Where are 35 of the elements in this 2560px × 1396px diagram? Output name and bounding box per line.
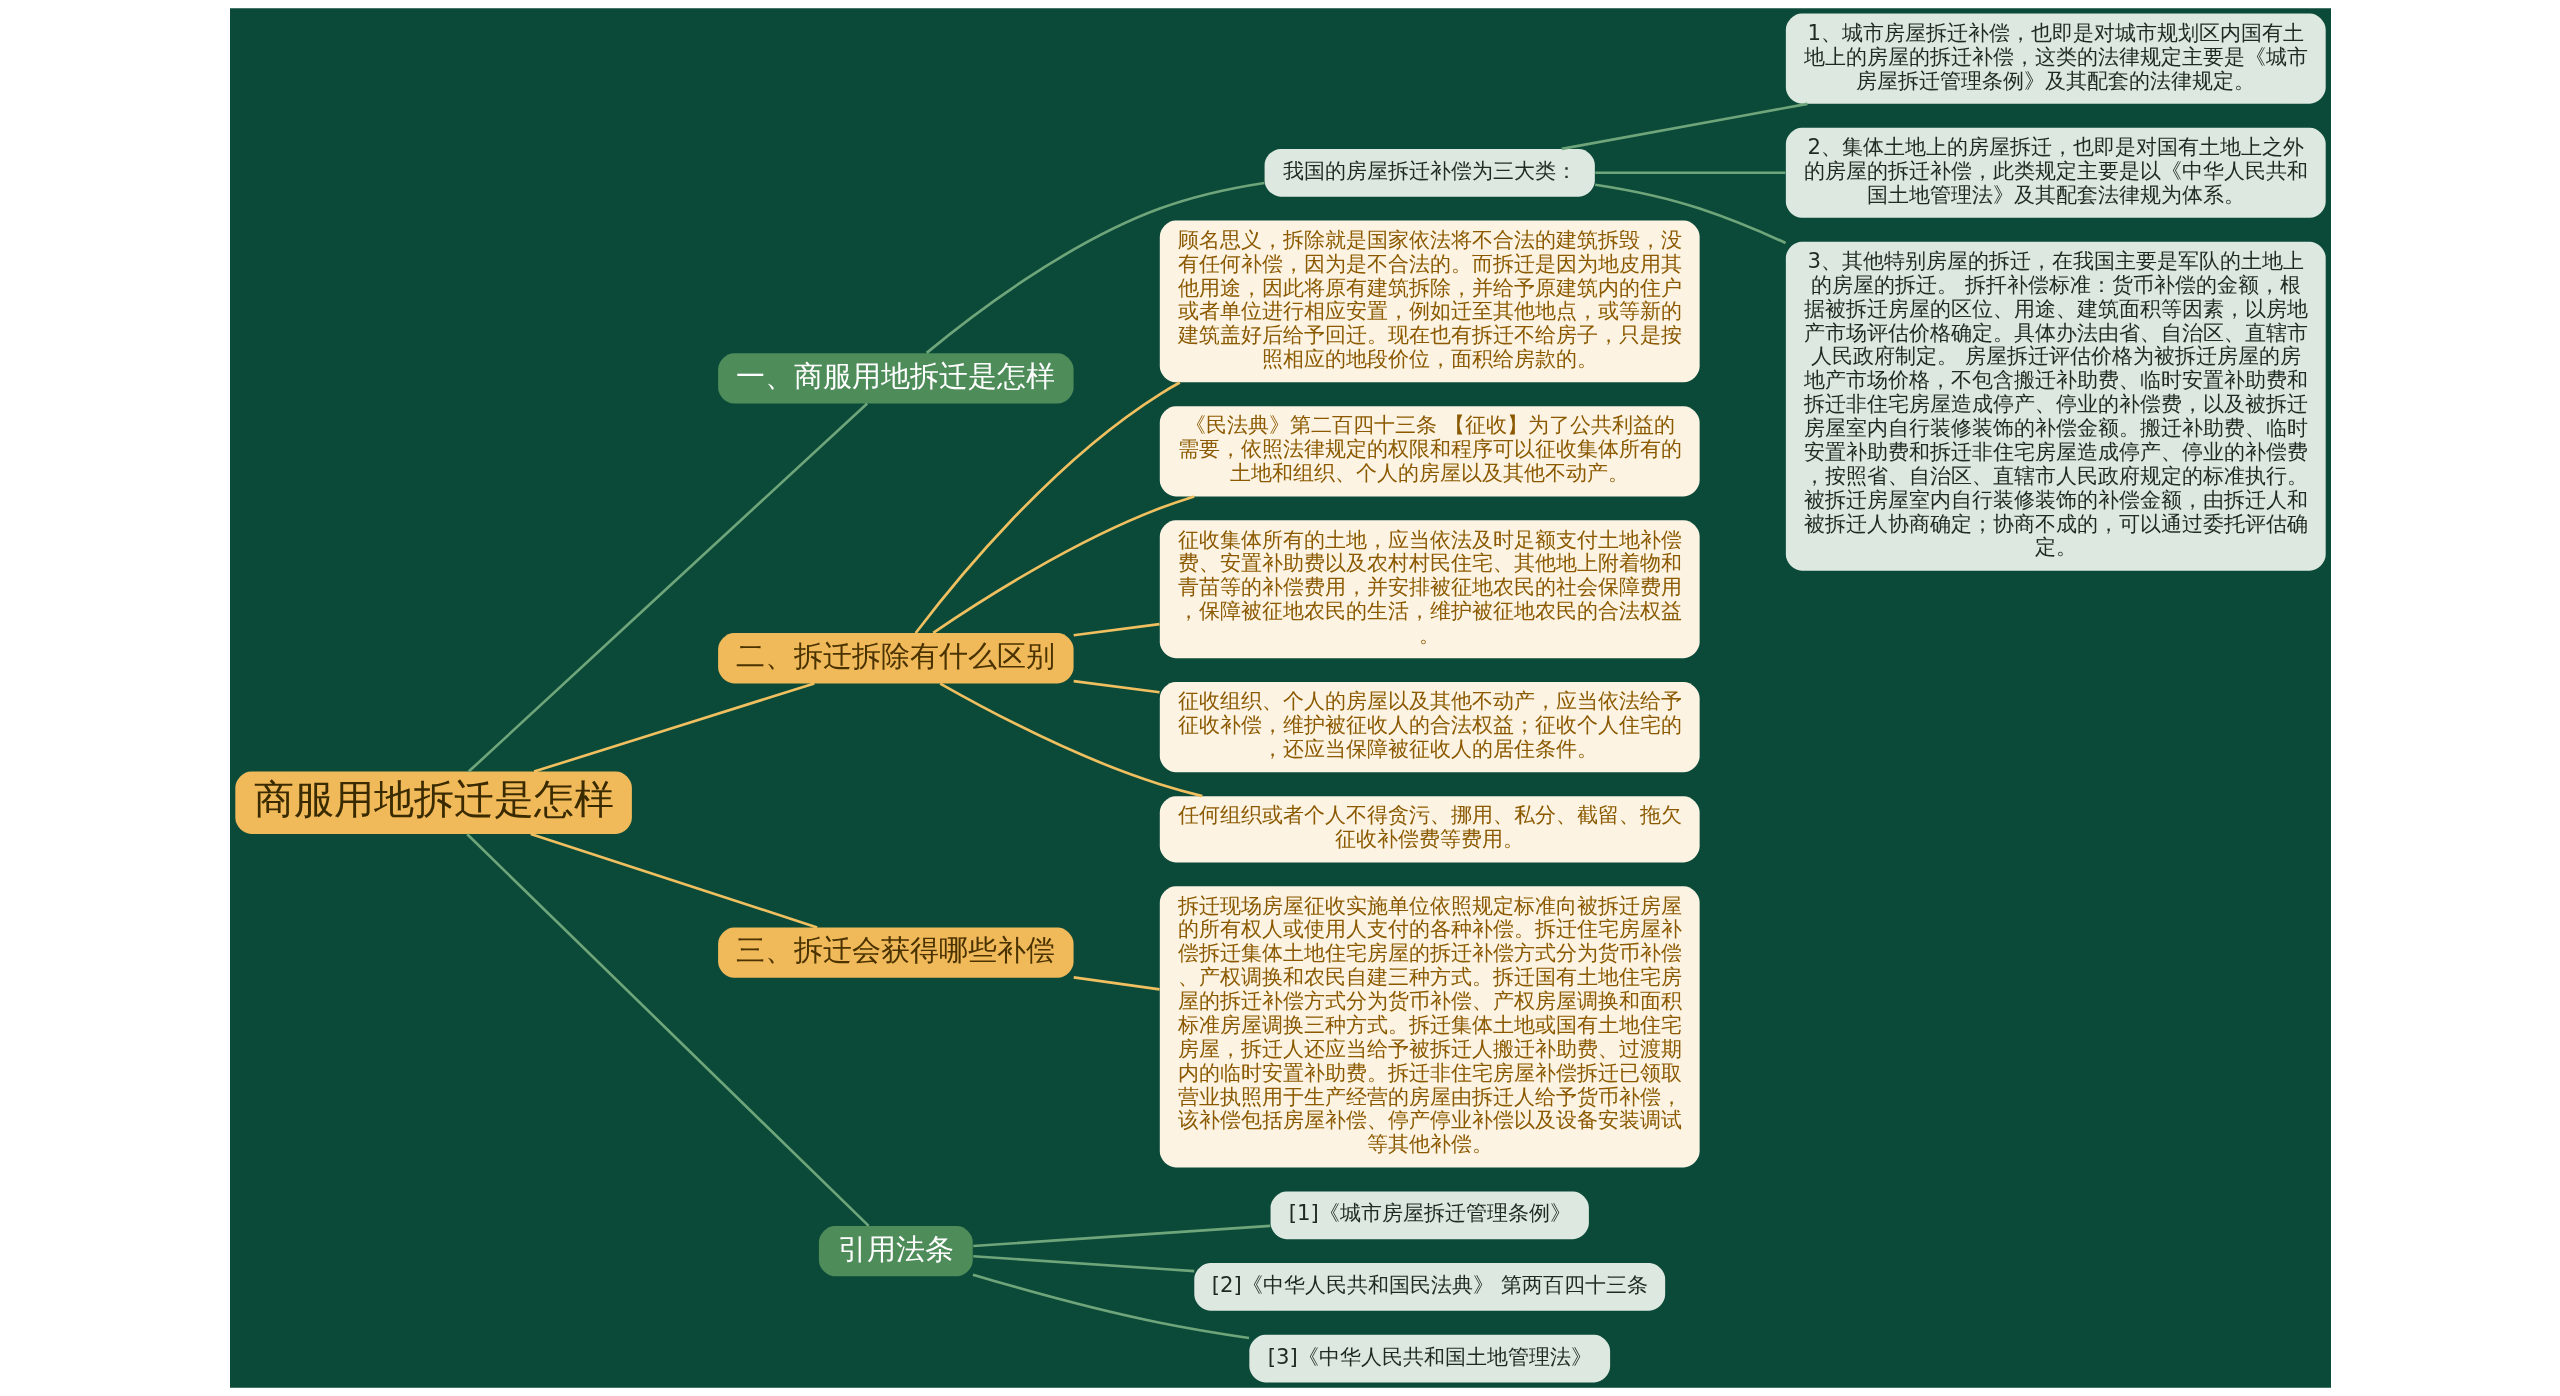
node-box: 征收组织、个人的房屋以及其他不动产，应当依法给予征收补偿，维护被征收人的合法权益；征收个人住宅的，还应当保障被征收人的居住条件。 — [1159, 682, 1700, 773]
connector — [1073, 622, 1160, 637]
node-box: 二、拆迁拆除有什么区别 — [717, 633, 1074, 684]
connector — [467, 402, 868, 773]
connector — [925, 181, 1265, 354]
node-box: 三、拆迁会获得哪些补偿 — [717, 927, 1074, 978]
connector — [939, 682, 1203, 798]
connector — [972, 1224, 1270, 1248]
node-box: 3、其他特别房屋的拆迁，在我国主要是军队的土地上的房屋的拆迁。 拆扦补偿标准：货币补偿的金额，根据被拆迁房屋的区位、用途、建筑面积等因素，以房地产市场评估价格确定。具体办法由省、自治区、直辖市人民政府制定。 房屋拆迁评估价格为被拆迁房屋的房地产市场价格，不包含搬迁补助费、临时安置补助费和拆迁非住宅房屋造成停产、停业的补偿费，以及被拆迁房屋室内自行装修装饰的补偿金额。搬迁补助费、临时安置补助费和拆迁非住宅房屋造成停产、停业的补偿费，按照省、自治区、直辖市人民政府规定的标准执行。被拆迁房屋室内自行装修装饰的补偿金额，由拆迁人和被拆迁人协商确定；协商不成的，可以通过委托评估确定。 — [1785, 241, 2326, 571]
connector — [914, 381, 1180, 634]
node-box: [3]《中华人民共和国土地管理法》 — [1248, 1334, 1610, 1383]
connector — [1561, 102, 1808, 151]
connector — [1073, 976, 1160, 991]
node-box: 我国的房屋拆迁补偿为三大类： — [1264, 148, 1595, 197]
node-box: 征收集体所有的土地，应当依法及时足额支付土地补偿费、安置补助费以及农村村民住宅、其他地上附着物和青苗等的补偿费用，并安排被征地农民的社会保障费用，保障被征地农民的生活，维护被征地农民的合法权益。 — [1159, 520, 1700, 659]
node-box: 1、城市房屋拆迁补偿，也即是对城市规划区内国有土地上的房屋的拆迁补偿，这类的法律规定主要是《城市房屋拆迁管理条例》及其配套的法律规定。 — [1785, 13, 2326, 104]
node-box: [2]《中华人民共和国民法典》 第两百四十三条 — [1193, 1263, 1665, 1311]
connector — [1594, 183, 1786, 245]
node-box: 引用法条 — [818, 1225, 973, 1277]
node-box: 任何组织或者个人不得贪污、挪用、私分、截留、拖欠征收补偿费等费用。 — [1159, 796, 1700, 863]
connector — [972, 1273, 1249, 1340]
node-box: 拆迁现场房屋征收实施单位依照规定标准向被拆迁房屋的所有权人或使用人支付的各种补偿。拆迁住宅房屋补偿拆迁集体土地住宅房屋的拆迁补偿方式分为货币补偿、产权调换和农民自建三种方式。拆迁国有土地住宅房屋的拆迁补偿方式分为货币补偿、产权房屋调换和面积标准房屋调换三种方式。拆迁集体土地或国有土地住宅房屋，拆迁人还应当给予被拆迁人搬迁补助费、过渡期内的临时安置补助费。拆迁非住宅房屋补偿拆迁已领取营业执照用于生产经营的房屋由拆迁人给予货币补偿，该补偿包括房屋补偿、停产停业补偿以及设备安装调试等其他补偿。 — [1159, 886, 1700, 1168]
connector — [931, 495, 1195, 634]
node-box: 商服用地拆迁是怎样 — [234, 771, 632, 834]
node-box: 一、商服用地拆迁是怎样 — [717, 353, 1074, 404]
connector — [1073, 679, 1160, 694]
node-box: 《民法典》第二百四十三条 【征收】为了公共利益的需要，依照法律规定的权限和程序可以征收集体所有的土地和组织、个人的房屋以及其他不动产。 — [1159, 406, 1700, 497]
connector — [972, 1254, 1194, 1273]
node-box: 顾名思义，拆除就是国家依法将不合法的建筑拆毁，没有任何补偿，因为是不合法的。而拆迁是因为地皮用其他用途，因此将原有建筑拆除，并给予原建筑内的住户或者单位进行相应安置，例如迁至其他地点，或等新的建筑盖好后给予回迁。现在也有拆迁不给房子，只是按照相应的地段价位，面积给房款的。 — [1159, 220, 1700, 383]
connector — [465, 833, 870, 1227]
node-box: [1]《城市房屋拆迁管理条例》 — [1270, 1191, 1589, 1240]
connector — [1594, 171, 1785, 175]
connector — [529, 832, 818, 929]
connector — [533, 682, 815, 773]
node-box: 2、集体土地上的房屋拆迁，也即是对国有土地上之外的房屋的拆迁补偿，此类规定主要是以《中华人民共和国土地管理法》及其配套法律规为体系。 — [1785, 127, 2326, 218]
